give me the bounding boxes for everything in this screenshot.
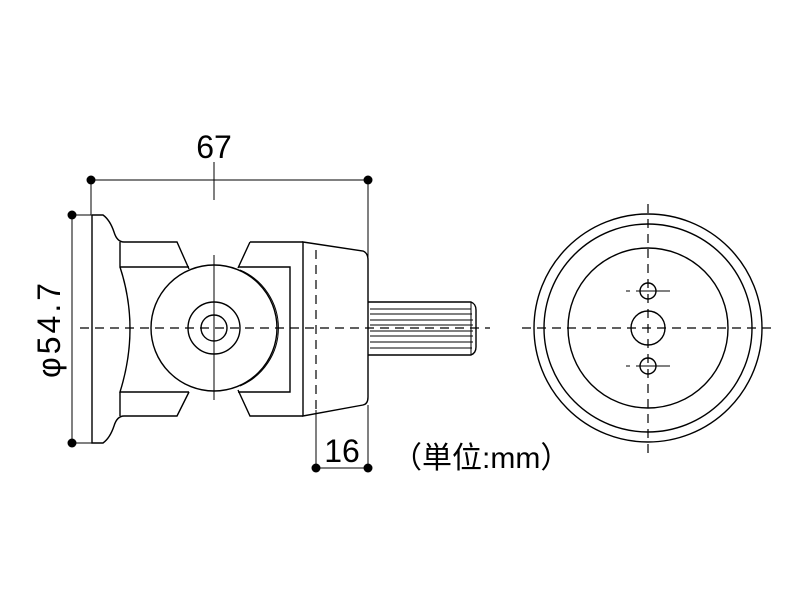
dimension-label: 16 [324,433,360,469]
dimension-diameter: φ54.7 [31,210,92,448]
spline-lines [370,302,473,355]
clamp-right [237,241,303,417]
dimension-label: φ54.7 [31,280,67,378]
unit-note: （単位:mm） [392,442,570,475]
dimension-16: 16 [311,405,373,473]
dimension-label: 67 [196,129,232,165]
end-view [522,204,776,455]
side-view [80,214,490,444]
dimension-67: 67 [86,129,373,258]
cap [302,241,369,417]
clamp-left [119,242,189,416]
flange-outline [91,214,190,444]
